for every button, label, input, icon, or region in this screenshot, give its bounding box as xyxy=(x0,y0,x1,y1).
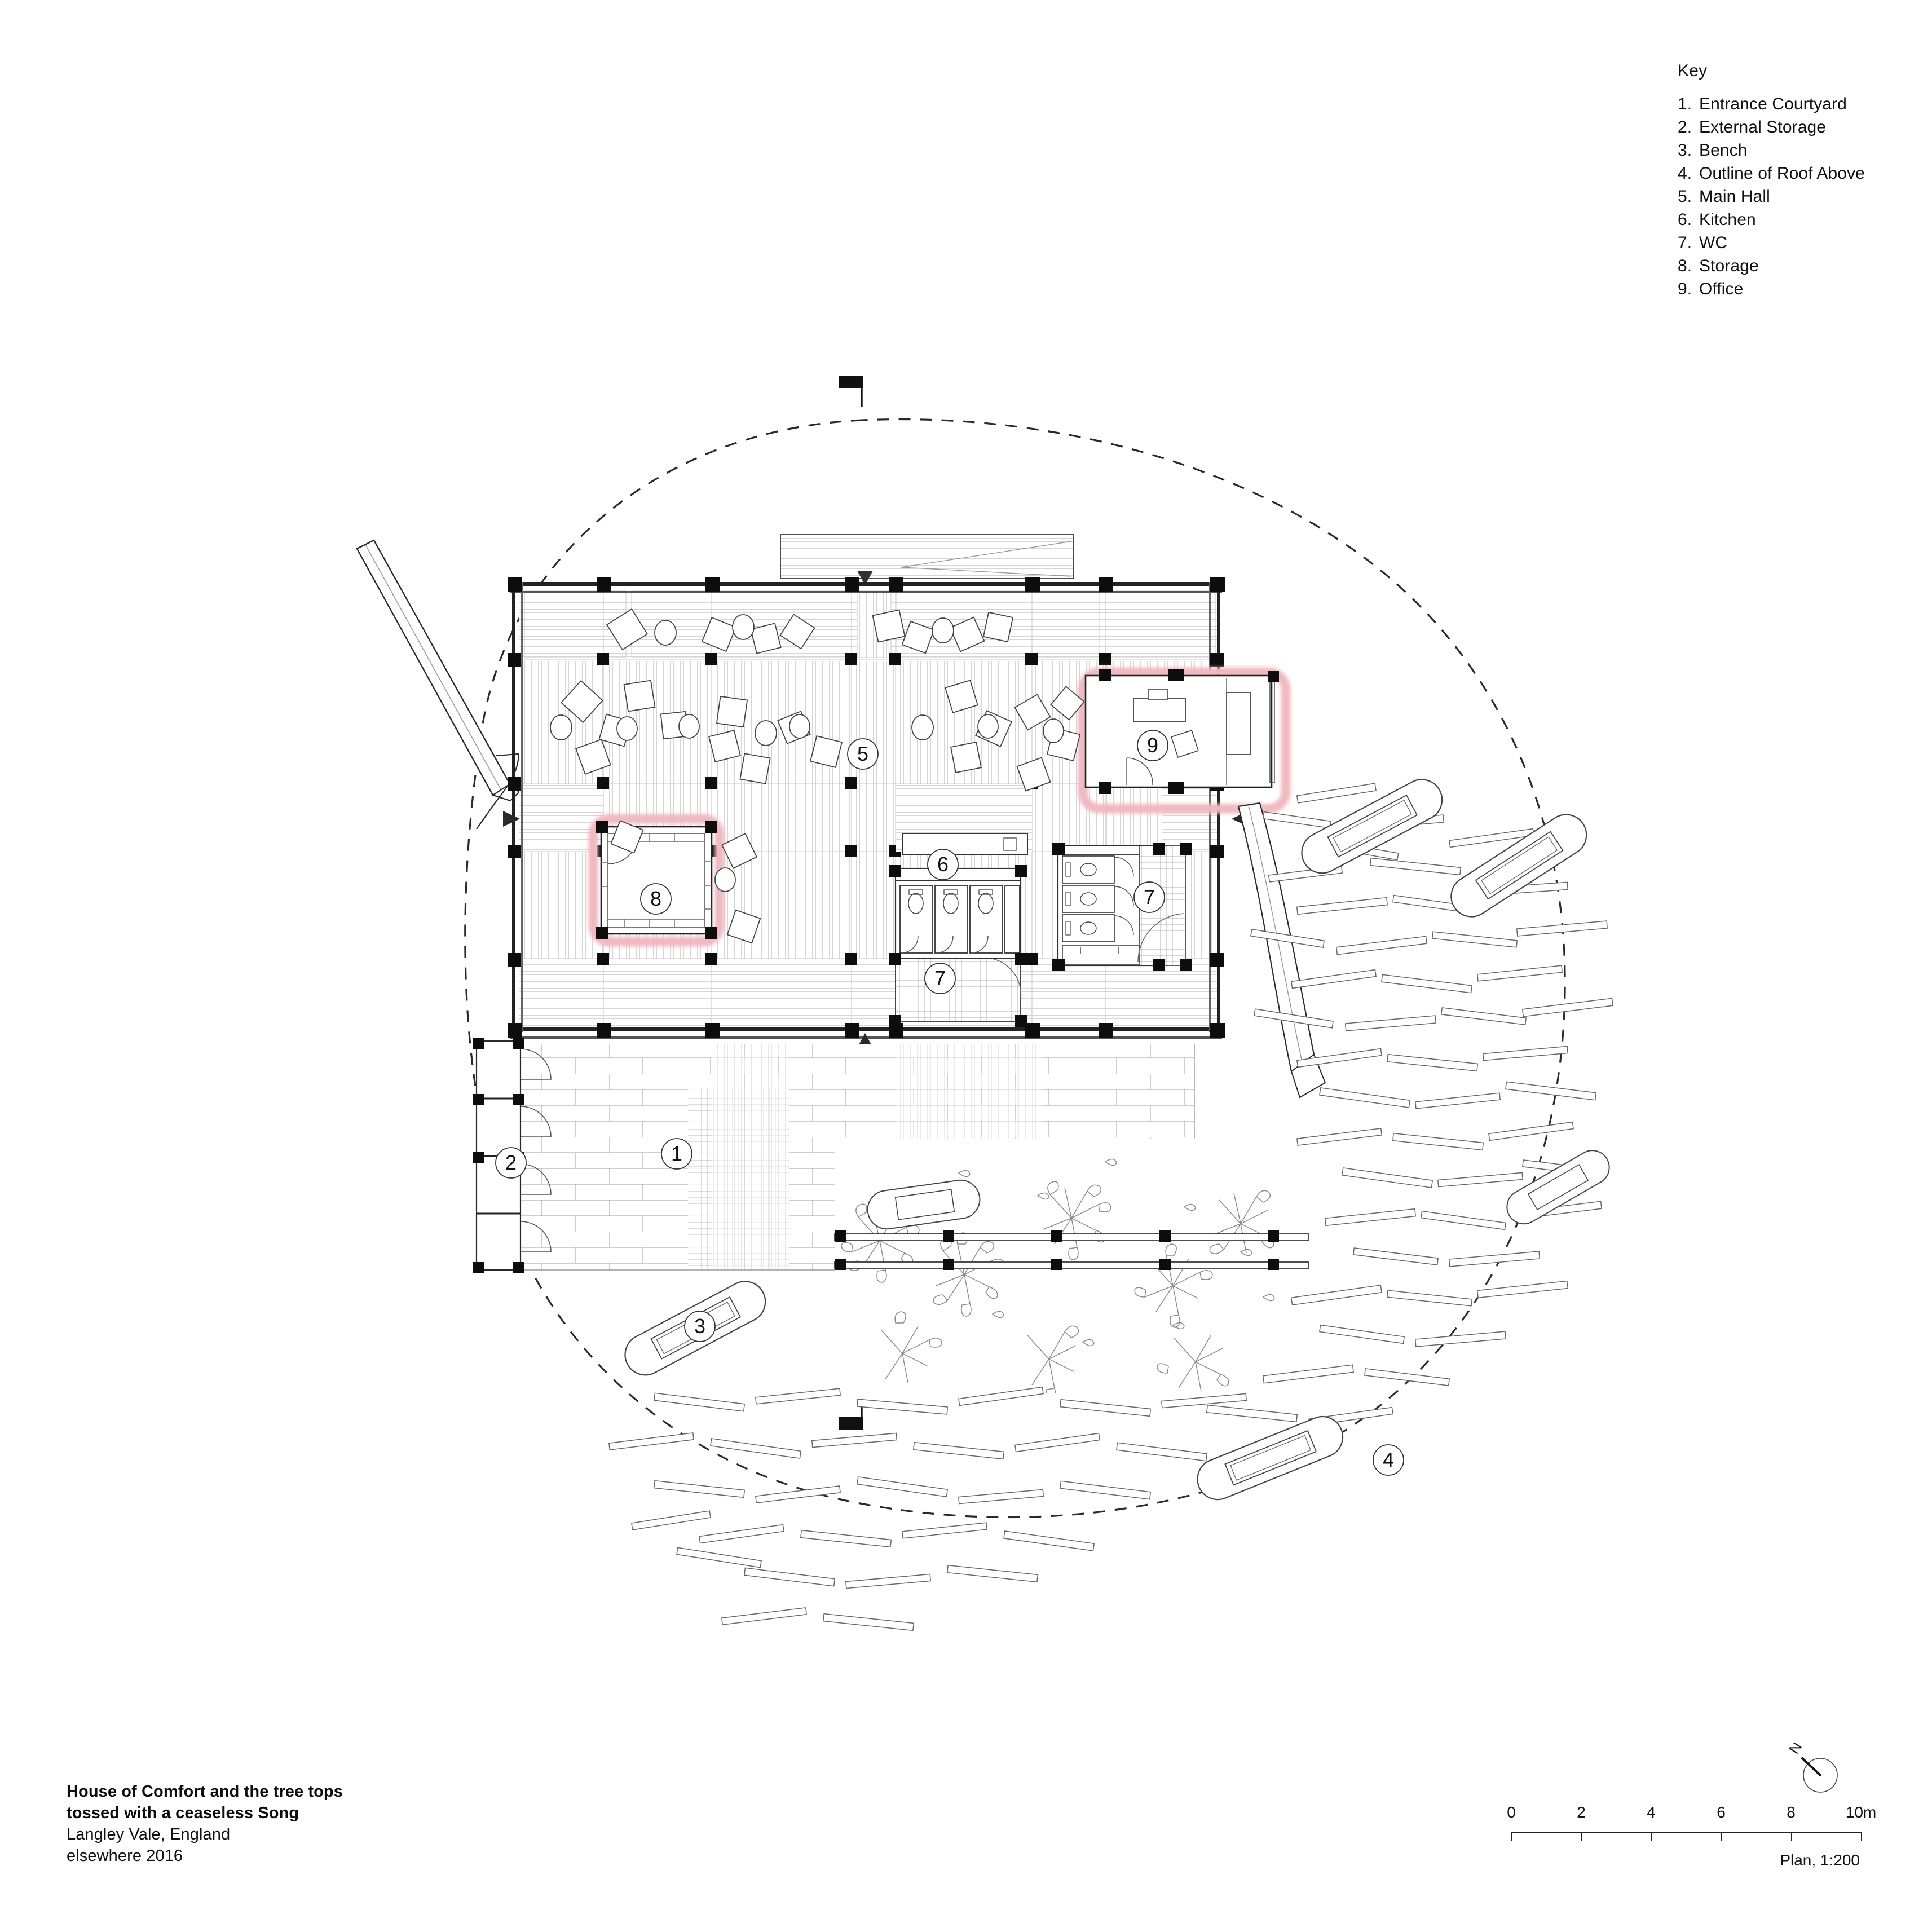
svg-text:4: 4 xyxy=(1383,1448,1394,1471)
callout-3: 3 xyxy=(684,1311,716,1342)
storage-pod xyxy=(588,814,725,947)
key-item-9: 9. Office xyxy=(1678,277,1915,301)
scale-label-10: 10m xyxy=(1845,1803,1877,1821)
scale-rule xyxy=(1511,1832,1862,1844)
key-item-5-label: Main Hall xyxy=(1699,187,1770,206)
key-item-4-label: Outline of Roof Above xyxy=(1699,164,1865,183)
callout-7-east: 7 xyxy=(1133,881,1165,913)
callout-8: 8 xyxy=(640,883,672,915)
key-item-7-label: WC xyxy=(1699,233,1728,252)
key-item-3-number: 3. xyxy=(1678,141,1692,160)
scale-tick-0 xyxy=(1511,1832,1512,1841)
project-title-line-2: tossed with a ceaseless Song xyxy=(67,1804,299,1822)
section-marker-north xyxy=(839,376,863,407)
svg-text:9: 9 xyxy=(1147,734,1158,757)
north-arrow: N xyxy=(1776,1743,1850,1805)
project-title-line-1: House of Comfort and the tree tops xyxy=(67,1783,343,1801)
north-letter: N xyxy=(1785,1743,1805,1757)
svg-text:2: 2 xyxy=(505,1151,517,1174)
wc-block-south xyxy=(889,865,1027,1027)
scale-tick-labels: 0 2 4 6 8 10m xyxy=(1507,1803,1876,1827)
roof-outline-above xyxy=(464,418,1566,1519)
scale-tick-4 xyxy=(1651,1832,1652,1841)
key-title: Key xyxy=(1678,61,1708,80)
svg-text:8: 8 xyxy=(650,887,661,910)
callout-2: 2 xyxy=(495,1147,527,1179)
svg-text:3: 3 xyxy=(694,1315,705,1338)
svg-text:7: 7 xyxy=(934,967,946,990)
callout-1: 1 xyxy=(661,1138,692,1170)
key-item-5-number: 5. xyxy=(1678,187,1692,206)
key-item-2-label: External Storage xyxy=(1699,118,1827,136)
key-legend: Key 1. Entrance Courtyard 2. External Stor… xyxy=(1678,61,1915,301)
wc-block-east xyxy=(1052,843,1192,971)
main-hall-furniture xyxy=(550,608,1085,944)
garden-bench xyxy=(867,1179,981,1230)
svg-text:5: 5 xyxy=(857,742,868,765)
svg-text:7: 7 xyxy=(1144,885,1155,908)
key-item-3-label: Bench xyxy=(1699,141,1748,160)
scale-label-4: 4 xyxy=(1647,1803,1656,1821)
svg-text:1: 1 xyxy=(671,1142,682,1165)
callout-4: 4 xyxy=(1373,1444,1404,1476)
key-item-6-number: 6. xyxy=(1678,210,1692,229)
scale-tick-6 xyxy=(1721,1832,1722,1841)
scale-axis-line xyxy=(1511,1832,1861,1833)
scale-label-2: 2 xyxy=(1577,1803,1586,1821)
key-item-6: 6. Kitchen xyxy=(1678,208,1915,231)
key-item-9-number: 9. xyxy=(1678,280,1692,298)
project-location: Langley Vale, England xyxy=(67,1825,231,1843)
key-item-6-label: Kitchen xyxy=(1699,210,1756,229)
title-block: House of Comfort and the tree tops tosse… xyxy=(67,1781,574,1867)
key-item-4-number: 4. xyxy=(1678,164,1692,183)
svg-text:6: 6 xyxy=(937,853,949,876)
key-item-8: 8. Storage xyxy=(1678,254,1915,277)
key-item-1-number: 1. xyxy=(1678,95,1692,113)
scale-tick-10 xyxy=(1861,1832,1862,1841)
scale-tick-8 xyxy=(1791,1832,1792,1841)
callout-9: 9 xyxy=(1137,730,1168,761)
scale-label-6: 6 xyxy=(1717,1803,1726,1821)
callout-7-south: 7 xyxy=(924,963,956,994)
key-item-2: 2. External Storage xyxy=(1678,116,1915,139)
svg-text:N: N xyxy=(1785,1743,1805,1757)
key-item-5: 5. Main Hall xyxy=(1678,185,1915,208)
callout-6: 6 xyxy=(927,849,959,880)
north-entry-ramp xyxy=(780,534,1074,585)
project-author-year: elsewhere 2016 xyxy=(67,1847,183,1865)
scale-bar: 0 2 4 6 8 10m Plan, 1:200 xyxy=(1507,1803,1876,1869)
scale-label-0: 0 xyxy=(1507,1803,1516,1821)
bench-elements xyxy=(624,779,1610,1501)
key-item-7: 7. WC xyxy=(1678,231,1915,254)
key-item-8-number: 8. xyxy=(1678,257,1692,275)
key-item-1: 1. Entrance Courtyard xyxy=(1678,92,1915,116)
plan-scale-caption: Plan, 1:200 xyxy=(1780,1851,1860,1869)
callout-5: 5 xyxy=(847,738,879,770)
key-item-1-label: Entrance Courtyard xyxy=(1699,95,1847,113)
office-pod xyxy=(1078,667,1291,814)
key-item-8-label: Storage xyxy=(1699,257,1759,275)
key-item-7-number: 7. xyxy=(1678,233,1692,252)
garden-bed-frame xyxy=(834,1230,1309,1270)
room-callouts: 1 2 3 4 5 6 7 7 8 9 xyxy=(495,730,1404,1476)
scale-tick-2 xyxy=(1581,1832,1582,1841)
key-item-2-number: 2. xyxy=(1678,118,1692,136)
planted-garden-bed xyxy=(834,1139,1309,1399)
key-item-4: 4. Outline of Roof Above xyxy=(1678,162,1915,185)
key-item-9-label: Office xyxy=(1699,280,1744,298)
scale-label-8: 8 xyxy=(1787,1803,1796,1821)
key-item-3: 3. Bench xyxy=(1678,139,1915,162)
kitchen-block xyxy=(896,784,1032,855)
